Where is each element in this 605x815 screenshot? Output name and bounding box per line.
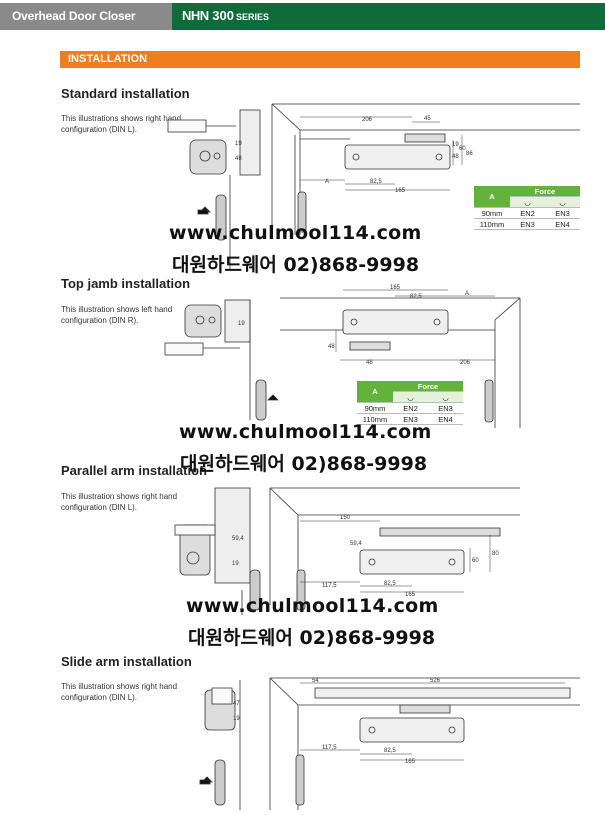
dim-parallel-5: 165 bbox=[405, 592, 416, 598]
force-cell: EN2 bbox=[393, 402, 428, 414]
dim-slide-1: 54 bbox=[312, 678, 319, 684]
watermark-line2-1: 대원하드웨어 02)868-9998 bbox=[172, 254, 420, 276]
dim-slide-7: 19 bbox=[233, 716, 240, 722]
watermark-url-3: www.chulmool114.com bbox=[186, 595, 439, 617]
force-cell: EN3 bbox=[428, 402, 463, 414]
force-cell: 110mm bbox=[474, 218, 510, 230]
drawing-top-jamb bbox=[164, 289, 521, 428]
dim-topjamb-3: A bbox=[465, 291, 469, 297]
drawing-slide-arm bbox=[199, 677, 580, 810]
dim-standard-1: 206 bbox=[362, 117, 373, 123]
dim-topjamb-4: 48 bbox=[328, 344, 335, 350]
brand-logo: NHN bbox=[182, 8, 209, 23]
force-cell: EN3 bbox=[545, 207, 580, 219]
dim-topjamb-2: 82,5 bbox=[410, 294, 422, 300]
section-desc-slide-arm: This illustration shows right hand confi… bbox=[61, 682, 178, 702]
force-cell: EN4 bbox=[428, 413, 463, 425]
force-cell: 90mm bbox=[357, 402, 393, 414]
section-desc-standard: This illustrations shows right hand conf… bbox=[61, 114, 182, 134]
force-icon-left: ◡ bbox=[510, 196, 545, 208]
dim-standard-4: 82,5 bbox=[370, 179, 382, 185]
dim-slide-5: 165 bbox=[405, 759, 416, 765]
section-desc-top-jamb: This illustration shows left hand config… bbox=[61, 305, 173, 325]
dim-topjamb-1: 165 bbox=[390, 285, 401, 291]
dim-slide-2: 526 bbox=[430, 678, 441, 684]
dim-slide-4: 82,5 bbox=[384, 748, 396, 754]
dim-standard-3: A bbox=[325, 179, 329, 185]
dim-topjamb-5: 206 bbox=[460, 360, 471, 366]
dim-slide-6: 47 bbox=[233, 701, 240, 707]
force-cell: 90mm bbox=[474, 207, 510, 219]
dim-standard-7: 48 bbox=[452, 154, 459, 160]
section-title-parallel-arm: Parallel arm installation bbox=[61, 463, 207, 478]
watermark-line2-2: 대원하드웨어 02)868-9998 bbox=[180, 453, 428, 475]
dim-standard-6: 19 bbox=[452, 142, 459, 148]
dim-standard-9: 86 bbox=[466, 151, 473, 157]
dim-parallel-9: 59,4 bbox=[232, 536, 244, 542]
drawing-parallel-arm bbox=[174, 487, 520, 615]
dim-parallel-1: 150 bbox=[340, 515, 351, 521]
force-cell: EN3 bbox=[510, 218, 545, 230]
dim-parallel-2: 59,4 bbox=[350, 541, 362, 547]
force-icon-left: ◡ bbox=[393, 391, 428, 403]
force-col-a: A bbox=[357, 381, 393, 403]
dim-parallel-7: 80 bbox=[492, 551, 499, 557]
force-cell: EN3 bbox=[393, 413, 428, 425]
section-banner-label: INSTALLATION bbox=[68, 53, 148, 65]
force-icon-right: ◡ bbox=[545, 196, 580, 208]
dim-parallel-3: 117,5 bbox=[322, 583, 337, 589]
section-title-slide-arm: Slide arm installation bbox=[61, 654, 192, 669]
watermark-url-1: www.chulmool114.com bbox=[169, 222, 422, 244]
force-cell: 110mm bbox=[357, 413, 393, 425]
force-cell: EN2 bbox=[510, 207, 545, 219]
dim-topjamb-7: 19 bbox=[238, 321, 245, 327]
dim-standard-10: 19 bbox=[235, 141, 242, 147]
dim-standard-5: 165 bbox=[395, 188, 406, 194]
dim-standard-2: 45 bbox=[424, 116, 431, 122]
dim-standard-8: 60 bbox=[459, 146, 466, 152]
watermark-url-2: www.chulmool114.com bbox=[179, 421, 432, 443]
force-cell: EN4 bbox=[545, 218, 580, 230]
force-icon-right: ◡ bbox=[428, 391, 463, 403]
dim-topjamb-6: 48 bbox=[366, 360, 373, 366]
brand-model: 300 bbox=[212, 8, 234, 23]
force-col-force: Force bbox=[393, 381, 463, 392]
drawing-standard bbox=[167, 103, 580, 270]
section-banner: INSTALLATION bbox=[60, 51, 580, 68]
section-desc-parallel-arm: This illustration shows right hand confi… bbox=[61, 492, 178, 512]
dim-parallel-4: 82,5 bbox=[384, 581, 396, 587]
section-title-standard: Standard installation bbox=[61, 86, 190, 101]
force-col-force: Force bbox=[510, 186, 580, 197]
watermark-line2-3: 대원하드웨어 02)868-9998 bbox=[188, 627, 436, 649]
section-title-top-jamb: Top jamb installation bbox=[61, 276, 191, 291]
brand-series: SERIES bbox=[236, 12, 270, 22]
force-col-a: A bbox=[474, 186, 510, 208]
header-category: Overhead Door Closer bbox=[0, 3, 172, 30]
dim-parallel-6: 60 bbox=[472, 558, 479, 564]
dim-slide-3: 117,5 bbox=[322, 745, 337, 751]
dim-parallel-8: 19 bbox=[232, 561, 239, 567]
header-title: Overhead Door Closer bbox=[12, 9, 136, 23]
dim-standard-11: 48 bbox=[235, 156, 242, 162]
